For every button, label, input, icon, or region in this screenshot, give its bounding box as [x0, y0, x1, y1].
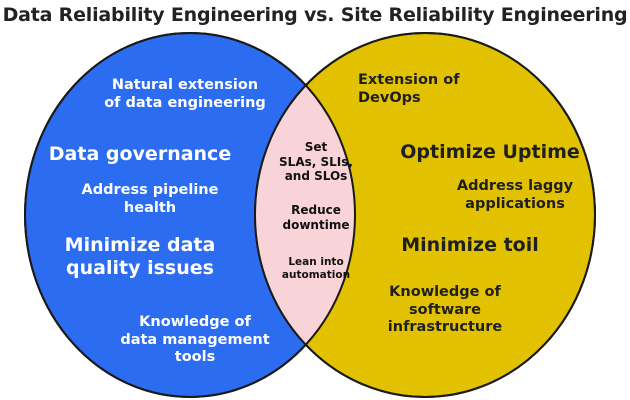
left-circle-outline: [24, 32, 356, 398]
label-data-governance: Data governance: [48, 143, 232, 165]
label-minimize-toil: Minimize toil: [401, 234, 539, 256]
diagram-title: Data Reliability Engineering vs. Site Re…: [2, 4, 628, 26]
label-optimize-uptime: Optimize Uptime: [400, 141, 580, 163]
right-circle-outline: [254, 32, 596, 398]
